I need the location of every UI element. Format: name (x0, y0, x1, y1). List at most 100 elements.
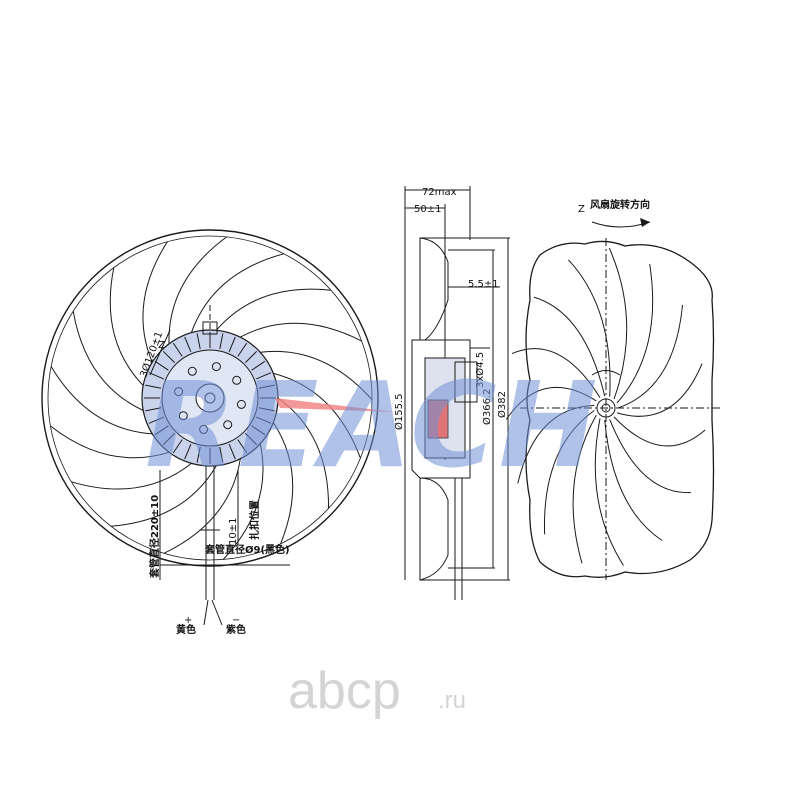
abcp-logo-text: abcp (288, 662, 401, 720)
front-view (41, 229, 379, 626)
hub-bolt-holes (174, 362, 246, 434)
side-view (404, 186, 510, 600)
fan-blade (190, 253, 284, 333)
hub-rib (196, 333, 201, 350)
hub-rib (245, 433, 258, 446)
rear-blade (572, 414, 597, 564)
hub-rib (148, 416, 164, 424)
fan-blade (240, 322, 362, 342)
rear-blade (568, 259, 611, 397)
rear-blade (609, 419, 691, 494)
fan-blade (50, 366, 153, 435)
fan-blade (272, 422, 294, 544)
hub-rib (237, 342, 248, 357)
clip-position-label: 扎扣位置 (248, 500, 261, 540)
hub-rib (162, 350, 175, 363)
fan-inner-ring (47, 235, 373, 561)
hub-rib (256, 416, 272, 424)
hub-bolt-hole (211, 362, 221, 372)
rear-outline (525, 240, 715, 578)
motor-section-red (427, 399, 449, 439)
rear-view (505, 238, 720, 580)
wire-yellow-label: 黄色 (176, 623, 196, 636)
abcp-logo: abcp .ru (288, 662, 466, 720)
dim-inner-label: Ø366.2 (481, 389, 493, 426)
motor-shaft-block (454, 361, 478, 403)
wire-minus-sign: − (232, 615, 240, 626)
blade-profile-top (419, 237, 449, 341)
hub-rib (237, 439, 248, 454)
hub-rib (256, 372, 272, 380)
wire-plus-sign: + (184, 615, 192, 626)
rear-blade (543, 410, 595, 535)
hub-rib (219, 446, 224, 463)
section-pointer (275, 398, 395, 412)
fan-blade (109, 267, 144, 386)
dim-bolts-label: 3xØ4.5 (474, 352, 486, 388)
hub-rib (154, 425, 169, 436)
hub-ribs (144, 332, 276, 464)
rear-blade (594, 418, 624, 566)
fan-blade (50, 425, 170, 459)
fan-blade (215, 288, 331, 331)
hub-rib (228, 336, 236, 352)
hub-center-hole (204, 392, 216, 404)
z-label-rear: Z (578, 204, 585, 215)
hub-rib (154, 360, 169, 371)
dim-72max-label: 72max (422, 187, 457, 198)
hub-bolt-hole (232, 375, 242, 385)
wire-purple-label: 紫色 (226, 623, 246, 636)
fan-blade (222, 443, 264, 560)
fan-blade (163, 458, 241, 554)
wire-yellow-lead (203, 599, 209, 626)
hub-bolt-hole (174, 387, 184, 397)
hub-rib (148, 372, 164, 380)
fan-blade (260, 350, 373, 401)
hub-rib (196, 446, 201, 463)
fan-blade (71, 463, 192, 490)
fan-blade (273, 372, 361, 459)
rear-blade (608, 247, 628, 400)
hub-rib (145, 384, 162, 389)
cable-diameter-label: 套管直径Ø9(黑色) (204, 543, 290, 556)
hub-rib (251, 360, 266, 371)
hub-bolt-hole (236, 399, 246, 409)
hub-bolt-hole (187, 366, 197, 376)
rotation-arrow-head (640, 218, 650, 227)
rear-blade (517, 405, 595, 484)
hub-rib (251, 425, 266, 436)
fan-outer-ring (41, 229, 379, 567)
hub-rib (145, 407, 162, 412)
hub-rib (162, 433, 175, 446)
rear-blade (533, 296, 606, 397)
hub-rib (184, 336, 192, 352)
rear-blade (613, 416, 706, 447)
dim-5-5-label: 5.5±1 (468, 279, 499, 290)
hub-rib (172, 439, 183, 454)
dim-hole-circle-leader (149, 329, 171, 376)
rear-blades (505, 247, 706, 566)
rear-blade (505, 386, 597, 420)
hub-bolt-hole (223, 420, 233, 430)
z-label-front: Z (158, 340, 165, 351)
rotation-direction-label: 风扇旋转方向 (590, 198, 650, 211)
hub-rib (172, 342, 183, 357)
dim-hub-label: Ø155.5 (393, 394, 405, 431)
rear-blade (616, 363, 703, 417)
clip-dim-label: 10±1 (228, 518, 239, 545)
rear-blade (604, 419, 663, 541)
hub-rib (258, 407, 275, 412)
hub-rib (184, 444, 192, 460)
cable-length-label: 套管直径220±10 (148, 495, 161, 579)
hub-rib (258, 384, 275, 389)
fan-blade (72, 311, 144, 411)
dim-outer-label: Ø382 (496, 391, 508, 418)
hub-bolt-hole (199, 424, 209, 434)
hub-center-boss (195, 383, 225, 413)
wire-purple-lead (211, 599, 223, 626)
hub-bolt-hole (178, 411, 188, 421)
rear-blade (617, 304, 683, 409)
hub-bracket (411, 339, 471, 479)
hub-rib (219, 333, 224, 350)
reach-watermark: REACH (145, 356, 600, 494)
